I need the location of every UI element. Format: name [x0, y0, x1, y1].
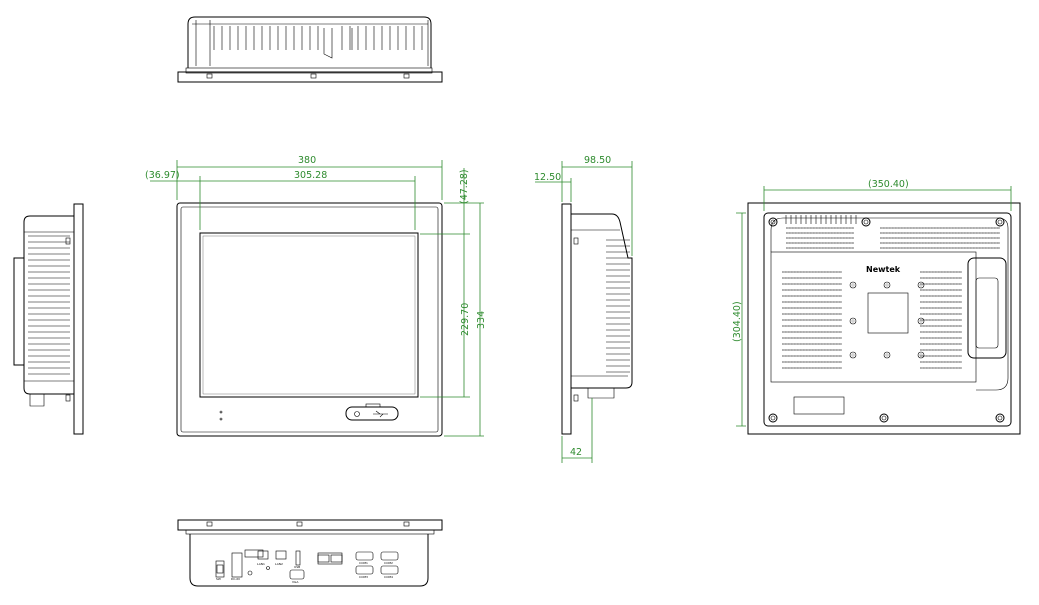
screw: [768, 413, 778, 423]
mount-hole: [849, 281, 857, 289]
back-vents: [782, 215, 1000, 369]
port-label-com3: COM3: [359, 575, 368, 579]
back-frame: [747, 202, 1021, 435]
dim-left-offset: (36.97): [145, 170, 180, 181]
back-screws: [768, 217, 1005, 423]
screw: [863, 219, 869, 225]
screw: [995, 217, 1005, 227]
screw: [995, 413, 1005, 423]
screw: [997, 219, 1003, 225]
mount-hole: [917, 351, 925, 359]
port-label-com1: COM1: [359, 561, 368, 565]
power-switch: [215, 560, 225, 578]
vga-port: [289, 569, 305, 580]
mount-hole: [917, 317, 925, 325]
brand-logo: Newtek: [866, 265, 901, 274]
screw: [861, 217, 871, 227]
dim-top-offset: (47.28): [459, 169, 470, 204]
mount-hole: [851, 319, 855, 323]
dim-mount-depth: 42: [570, 447, 582, 458]
mount-hole: [883, 351, 891, 359]
dim-back-height: (304.40): [732, 301, 743, 342]
front-dimensions: 380 305.28 (36.97) 334 229.70 (47.28): [145, 155, 487, 437]
mount-hole: [849, 317, 857, 325]
power-icon: [354, 411, 360, 417]
port-label-sw: SW: [216, 577, 221, 581]
port-label-dc-in: DC-IN: [231, 577, 240, 581]
dim-overall-width: 380: [298, 155, 316, 166]
com2-port: [380, 551, 399, 561]
lan1-port: [257, 550, 269, 560]
mount-hole: [851, 353, 855, 357]
usb-icon: [373, 410, 388, 418]
back-view: Newtek: [747, 202, 1021, 435]
cooling-fins-right: [606, 239, 630, 373]
bottom-view: LAN1 LAN2 COM1 COM2 COM3 COM4 USB VGA DC…: [177, 519, 443, 587]
dim-back-width: (350.40): [868, 179, 909, 190]
cooling-fins-top: [213, 26, 423, 50]
screw: [997, 415, 1003, 421]
side-dimensions: 98.50 12.50 42: [534, 155, 633, 463]
mount-hole: [919, 283, 923, 287]
mount-hole: [885, 283, 889, 287]
dim-screen-width: 305.28: [294, 170, 327, 181]
screw: [881, 415, 887, 421]
lan2-port: [275, 550, 287, 560]
mount-hole: [919, 353, 923, 357]
mount-hole: [849, 351, 857, 359]
back-dimensions: (350.40) (304.40): [732, 179, 1012, 427]
usb-port: [295, 550, 301, 566]
mount-hole: [885, 353, 889, 357]
port-label-lan1: LAN1: [257, 562, 265, 566]
usb-door: [345, 406, 399, 421]
screw: [768, 217, 778, 227]
port-label-com2: COM2: [384, 561, 393, 565]
right-side-view: [561, 203, 633, 435]
left-side-view: [13, 203, 84, 435]
dim-bezel: 12.50: [534, 172, 561, 183]
dim-screen-height: 229.70: [460, 303, 471, 336]
port-label-lan2: LAN2: [275, 562, 283, 566]
screen: [199, 232, 419, 398]
port-label-vga: VGA: [292, 580, 299, 584]
com4-port: [380, 565, 399, 575]
mount-hole: [919, 319, 923, 323]
screw: [770, 219, 776, 225]
front-bezel: [176, 202, 443, 437]
front-view: [176, 202, 443, 437]
mount-hole: [851, 283, 855, 287]
com1-port: [355, 551, 374, 561]
port-label-usb: USB: [294, 565, 300, 569]
mount-hole: [883, 281, 891, 289]
vesa-holes: [849, 281, 925, 359]
top-view: [177, 16, 443, 83]
dim-depth: 98.50: [584, 155, 611, 166]
dim-overall-height: 334: [476, 311, 487, 329]
port-label-com4: COM4: [384, 575, 393, 579]
cooling-fins-left: [28, 235, 70, 375]
screw: [770, 415, 776, 421]
dc-in-terminal: [231, 552, 243, 578]
screw: [879, 413, 889, 423]
mount-hole: [917, 281, 925, 289]
com3-port: [355, 565, 374, 575]
